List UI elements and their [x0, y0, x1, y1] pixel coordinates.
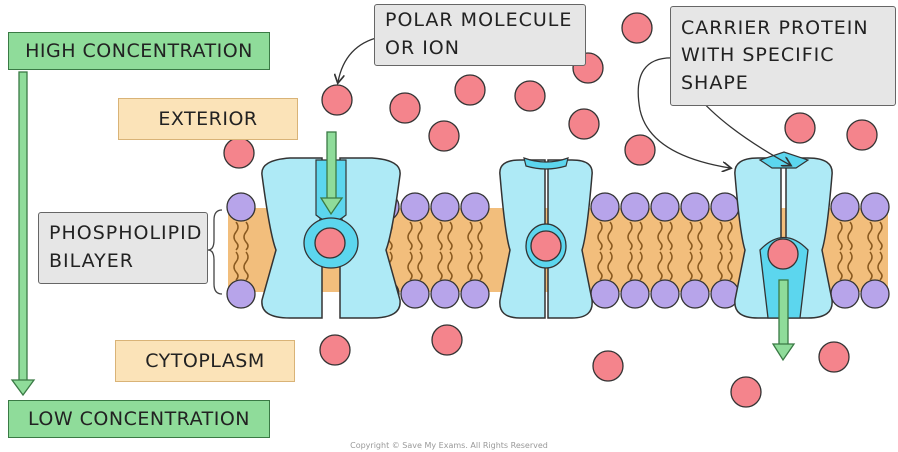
ions [223, 12, 878, 408]
bilayer-bracket [207, 209, 223, 295]
exit-arrow [771, 279, 796, 362]
carrier-leader-line-1 [637, 57, 730, 168]
low-concentration-text: LOW CONCENTRATION [27, 408, 251, 430]
lipid-tails [233, 221, 883, 281]
bilayer-text-line1: PHOSPHOLIPID [49, 222, 203, 245]
high-concentration-label: HIGH CONCENTRATION [8, 32, 270, 70]
high-concentration-text: HIGH CONCENTRATION [25, 40, 253, 62]
concentration-gradient-arrow [10, 71, 36, 397]
copyright-text: Copyright © Save My Exams. All Rights Re… [350, 441, 548, 450]
polar-text-line1: POLAR MOLECULE [385, 9, 573, 32]
carrier-text-line2: WITH SPECIFIC [681, 44, 835, 67]
exterior-label: EXTERIOR [118, 98, 298, 140]
carrier-text-line1: CARRIER PROTEIN [681, 16, 869, 39]
carrier-protein-label: CARRIER PROTEIN WITH SPECIFIC SHAPE [670, 6, 896, 106]
polar-text-line2: OR ION [385, 37, 460, 59]
carrier-text-line3: SHAPE [681, 71, 749, 94]
entry-arrow [319, 131, 344, 216]
bilayer-label: PHOSPHOLIPID BILAYER [38, 212, 208, 284]
polar-leader-line [338, 36, 381, 82]
bilayer-text-line2: BILAYER [49, 250, 134, 272]
polar-molecule-label: POLAR MOLECULE OR ION [374, 4, 586, 66]
low-concentration-label: LOW CONCENTRATION [8, 400, 270, 438]
exterior-text: EXTERIOR [158, 108, 258, 130]
cytoplasm-text: CYTOPLASM [145, 350, 265, 372]
cytoplasm-label: CYTOPLASM [115, 340, 295, 382]
carrier-protein-1 [261, 157, 401, 319]
